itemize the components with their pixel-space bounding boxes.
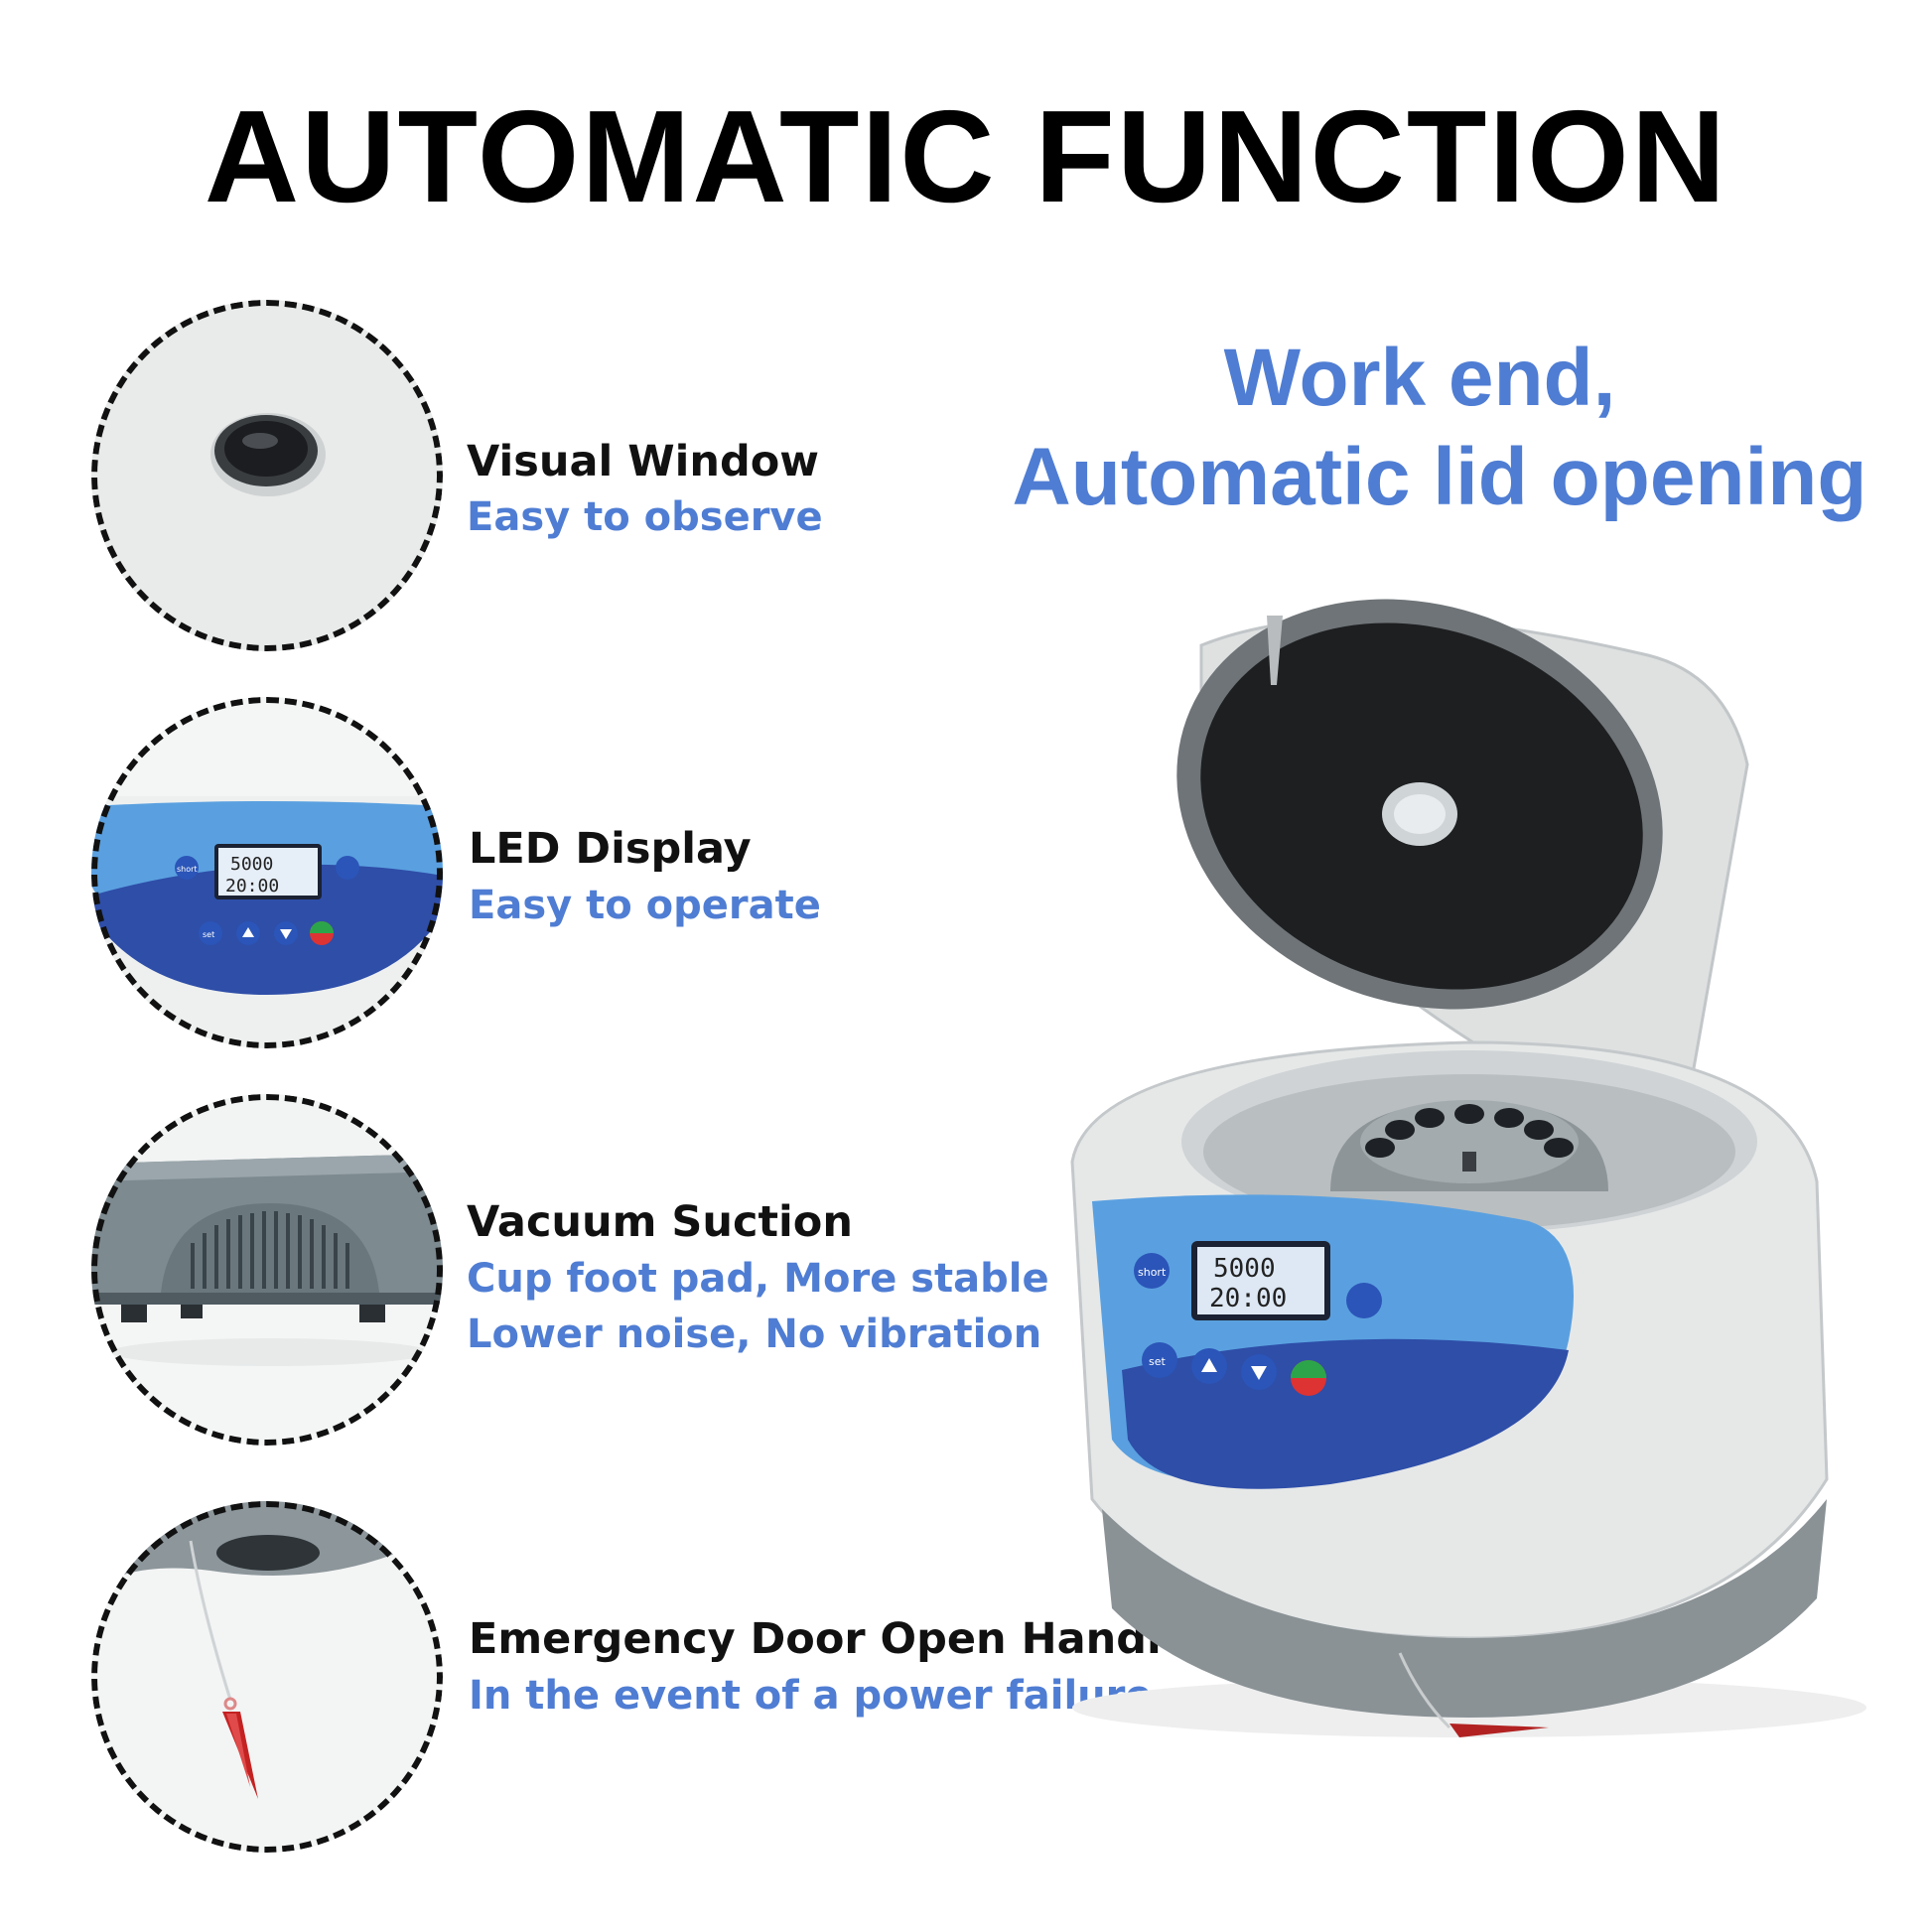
lcd-time: 20:00 [1209, 1284, 1287, 1313]
visual-window-icon [91, 300, 443, 651]
svg-text:set: set [1149, 1355, 1166, 1368]
feature-sub-led-display: Easy to operate [469, 883, 821, 928]
led-speed-text: 5000 [230, 854, 273, 875]
centrifuge-base [1102, 1499, 1827, 1718]
panel-set-button[interactable] [1142, 1342, 1177, 1378]
page-title: AUTOMATIC FUNCTION [204, 83, 1728, 229]
feature-title-emergency-handle: Emergency Door Open Handle [469, 1614, 1190, 1664]
led-time-text: 20:00 [225, 876, 279, 897]
emergency-handle-image [91, 1501, 443, 1853]
led-display-icon: 5000 20:00 short set [91, 697, 443, 1048]
vacuum-suction-icon [91, 1094, 443, 1446]
headline-line-2: Automatic lid opening [1012, 432, 1867, 522]
short-button[interactable] [175, 856, 199, 880]
svg-text:short: short [177, 865, 198, 874]
feature-sub-visual-window: Easy to observe [467, 494, 823, 540]
panel-short-button[interactable] [1134, 1253, 1170, 1289]
feature-sub-vacuum-suction-2: Lower noise, No vibration [467, 1311, 1042, 1357]
headline-line-1: Work end, [1223, 333, 1616, 423]
svg-text:short: short [1138, 1266, 1167, 1279]
feature-title-vacuum-suction: Vacuum Suction [467, 1197, 853, 1247]
lcd-speed: 5000 [1213, 1254, 1276, 1284]
panel-lid-button[interactable] [1346, 1283, 1382, 1318]
emergency-handle-tag[interactable] [1449, 1724, 1549, 1737]
feature-sub-emergency-handle: In the event of a power failure [469, 1673, 1153, 1719]
feature-title-visual-window: Visual Window [467, 437, 820, 486]
vacuum-suction-image [91, 1094, 443, 1446]
set-button[interactable] [199, 921, 222, 945]
visual-window-image [91, 300, 443, 651]
feature-sub-vacuum-suction-1: Cup foot pad, More stable [467, 1256, 1049, 1302]
feature-title-led-display: LED Display [469, 824, 752, 874]
svg-text:set: set [203, 930, 214, 939]
led-display-image: 5000 20:00 short set [91, 697, 443, 1048]
emergency-handle-icon [91, 1501, 443, 1853]
centrifuge-illustration: 5000 20:00 short set [1070, 599, 1866, 1737]
